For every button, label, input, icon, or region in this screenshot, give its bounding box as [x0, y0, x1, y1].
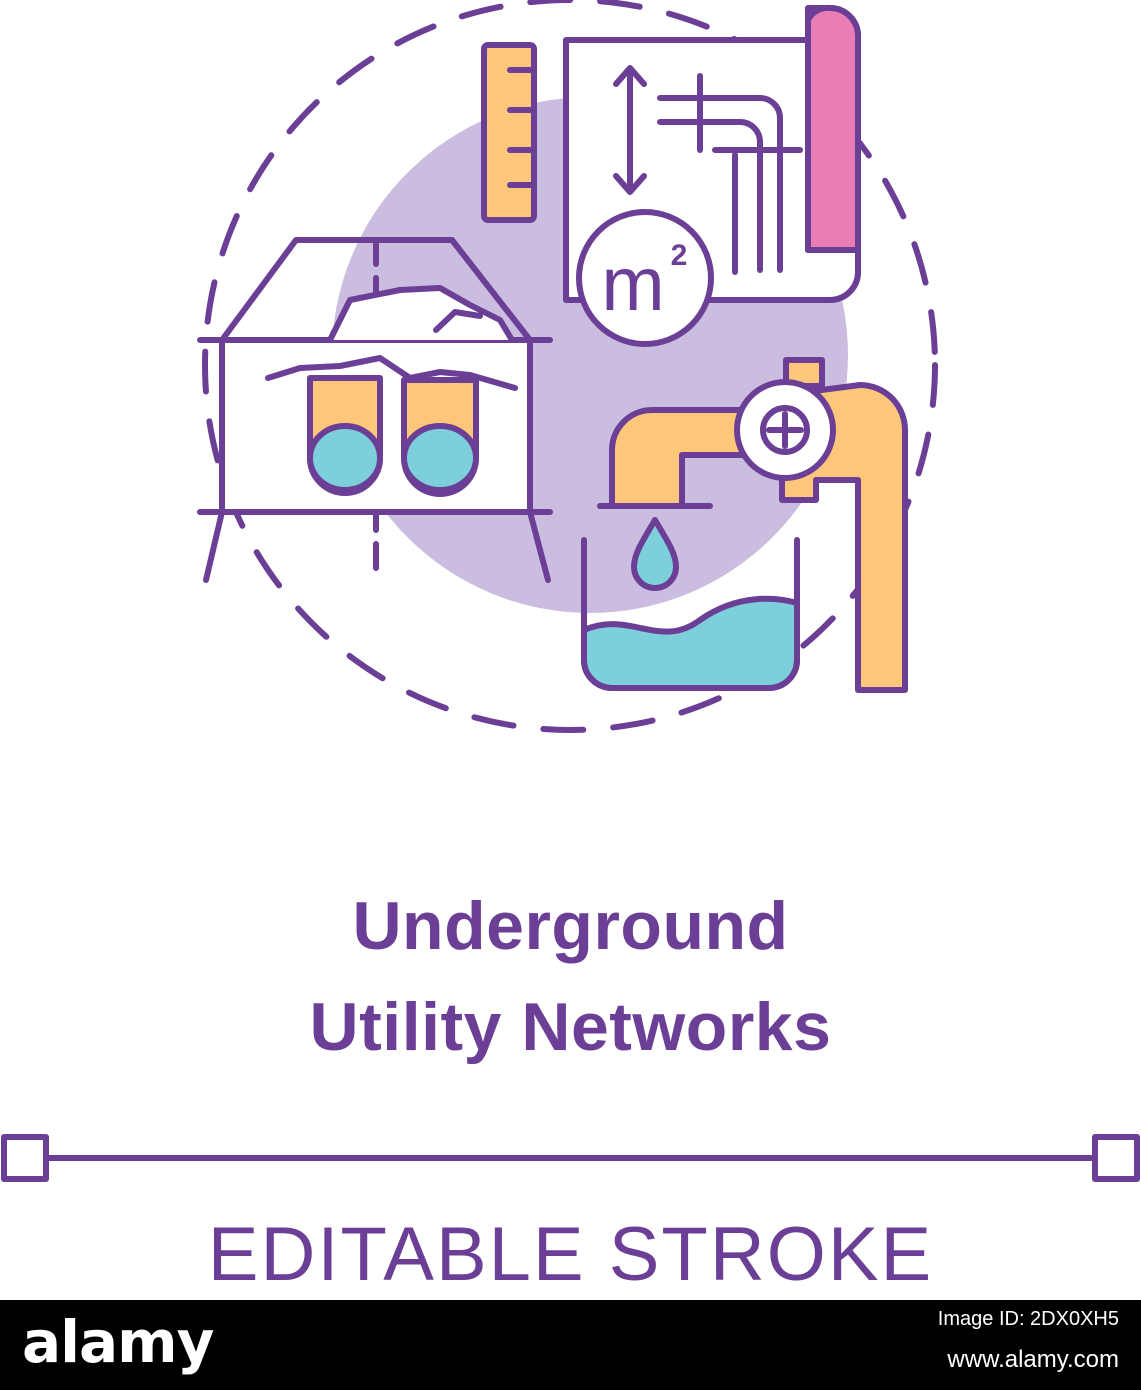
house-cross-section — [197, 237, 553, 583]
editable-stroke-line — [1, 1134, 1140, 1182]
editable-stroke-label: EDITABLE STROKE — [207, 1212, 934, 1297]
footer-url: www.alamy.com — [947, 1346, 1119, 1373]
valve-icon — [734, 379, 836, 481]
title-line-2: Utility Networks — [309, 989, 832, 1065]
stroke-handle-right[interactable] — [1092, 1134, 1140, 1182]
dashed-circle — [202, 0, 938, 733]
water-drop-icon — [631, 517, 679, 591]
area-unit-exponent: 2 — [671, 239, 688, 272]
ruler — [481, 42, 537, 223]
concept-illustration: m 2 — [1, 0, 1140, 1182]
watermark-footer: alamy Image ID: 2DX0XH5 www.alamy.com — [0, 1300, 1141, 1390]
stroke-handle-left[interactable] — [1, 1134, 49, 1182]
area-measure-badge: m 2 — [576, 209, 714, 347]
water-tank — [581, 537, 800, 691]
underground-pipes — [307, 375, 479, 497]
alamy-logo: alamy — [22, 1308, 214, 1376]
area-unit-label: m — [601, 242, 664, 327]
image-id: Image ID: 2DX0XH5 — [937, 1308, 1119, 1330]
title-line-1: Underground — [352, 888, 789, 964]
